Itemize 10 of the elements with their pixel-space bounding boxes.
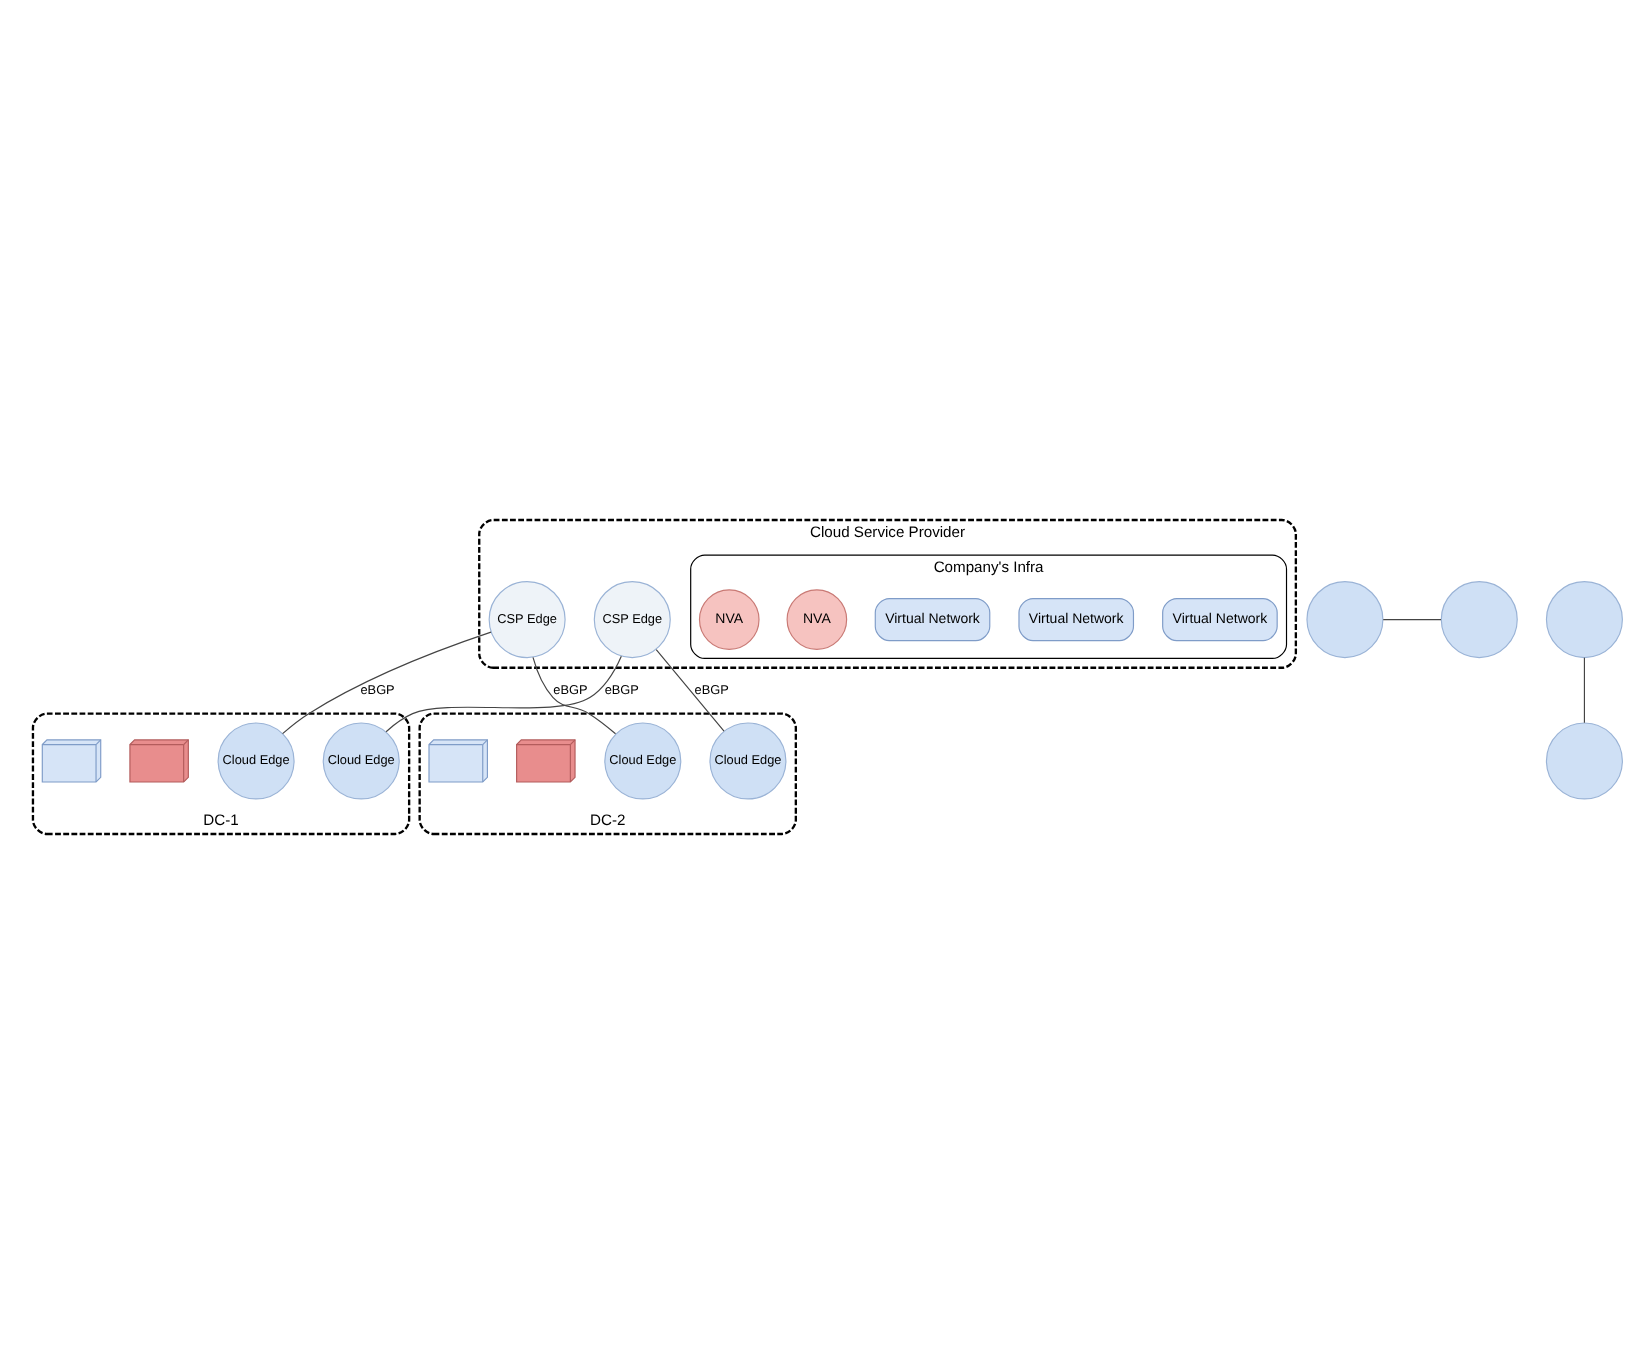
connector bbox=[531, 655, 616, 734]
connector bbox=[1582, 656, 1584, 723]
node-circle bbox=[1544, 580, 1622, 658]
node-circle bbox=[1544, 721, 1622, 799]
connector bbox=[384, 654, 621, 732]
connector bbox=[281, 630, 491, 734]
node-circle bbox=[1439, 580, 1517, 658]
node-circle bbox=[1305, 580, 1383, 658]
connector bbox=[654, 648, 724, 731]
connector bbox=[1381, 618, 1441, 620]
